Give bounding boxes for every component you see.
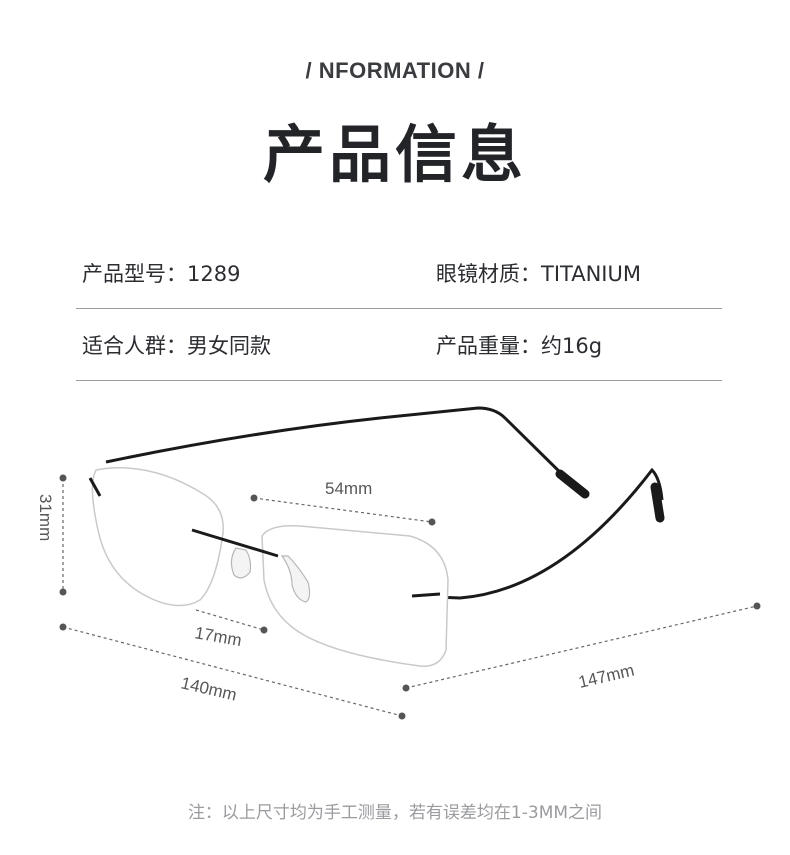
left-hinge <box>88 477 102 497</box>
spec-model: 产品型号：1289 <box>82 258 240 288</box>
temple-length-dot-left <box>402 684 410 692</box>
measurement-footnote: 注：以上尺寸均为手工测量，若有误差均在1-3MM之间 <box>187 803 603 823</box>
frame-width-line <box>62 626 403 717</box>
nose-pad-right <box>280 555 311 603</box>
frame-width-dot-left <box>59 623 67 631</box>
lens-height-label: 31mm <box>36 494 55 541</box>
spec-weight: 产品重量：约16g <box>436 330 602 360</box>
temple-tip-near <box>650 482 665 523</box>
spec-row-2: 适合人群：男女同款 产品重量：约16g <box>76 308 722 381</box>
spec-audience-label: 适合人群： <box>82 334 187 358</box>
lens-width-line <box>253 497 433 523</box>
bridge-width-dot-right <box>260 626 268 634</box>
nose-pad-left <box>230 547 252 579</box>
section-eyebrow: / NFORMATION / <box>305 58 485 83</box>
left-lens <box>91 467 224 607</box>
spec-row-1: 产品型号：1289 眼镜材质：TITANIUM <box>76 236 722 309</box>
bridge <box>191 528 279 558</box>
lens-width-dot-right <box>428 518 436 526</box>
spec-model-label: 产品型号： <box>82 262 187 286</box>
glasses-dimension-diagram: 31mm 54mm 17mm 140mm 147mm <box>36 406 761 720</box>
spec-material-value: TITANIUM <box>541 262 641 286</box>
lens-height-dot-bottom <box>59 588 67 596</box>
page-title: 产品信息 <box>262 118 527 191</box>
temple-length-dot-right <box>753 602 761 610</box>
spec-audience-value: 男女同款 <box>187 334 271 358</box>
temple-arm-far <box>105 406 574 486</box>
lens-width-dot-left <box>250 494 258 502</box>
right-hinge <box>411 592 441 598</box>
spec-material: 眼镜材质：TITANIUM <box>436 258 641 288</box>
spec-model-value: 1289 <box>187 262 241 286</box>
spec-weight-label: 产品重量： <box>436 334 541 358</box>
lens-height-dot-top <box>59 474 67 482</box>
temple-length-line <box>405 605 758 689</box>
frame-width-label: 140mm <box>179 673 239 704</box>
frame-width-dot-right <box>398 712 406 720</box>
spec-weight-value: 约16g <box>541 334 603 358</box>
temple-length-label: 147mm <box>577 661 637 692</box>
temple-tip-far <box>555 469 590 499</box>
spec-material-label: 眼镜材质： <box>436 262 541 286</box>
right-lens <box>261 524 449 667</box>
bridge-width-label: 17mm <box>193 623 243 650</box>
temple-arm-near <box>411 467 664 600</box>
lens-width-label: 54mm <box>325 479 372 498</box>
spec-audience: 适合人群：男女同款 <box>82 330 271 360</box>
